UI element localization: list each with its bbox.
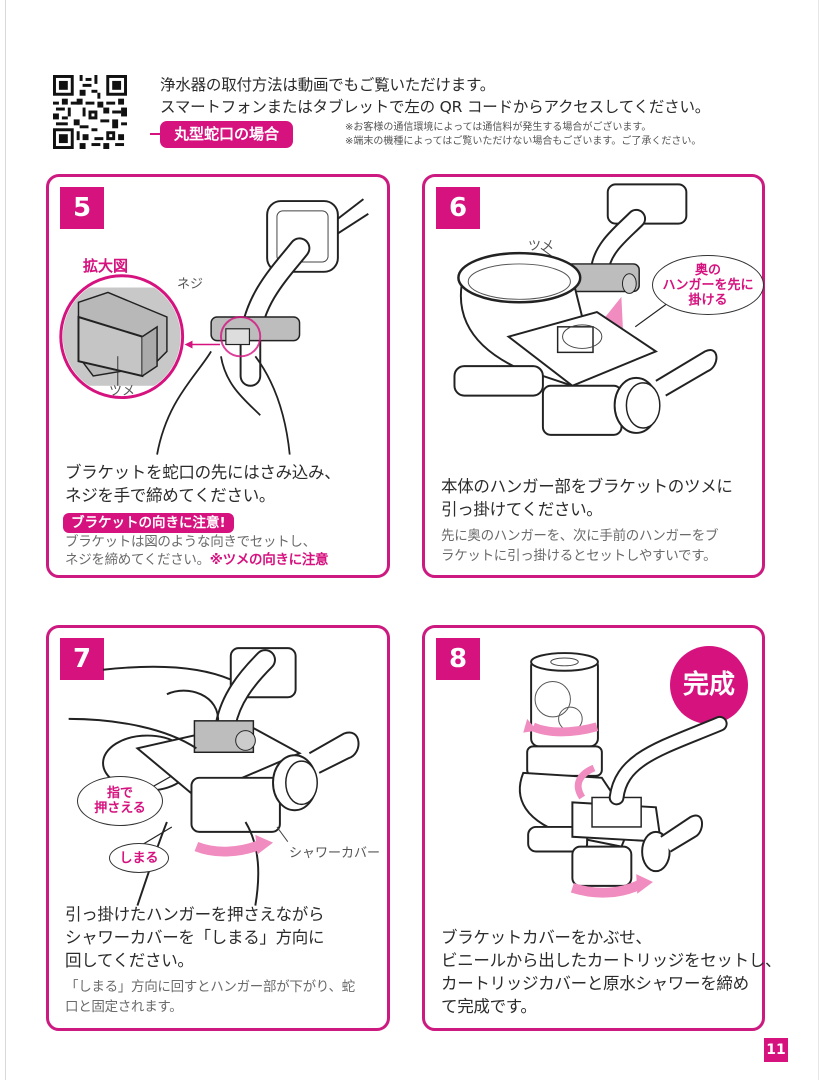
step-8-instruction-line-3: カートリッジカバーと原水シャワーを締め [441, 974, 749, 993]
tighten-direction-callout: しまる [109, 843, 169, 873]
faucet-type-badge: 丸型蛇口の場合 [149, 121, 294, 148]
bracket-attach-illustration-icon [59, 198, 369, 455]
step-5-instruction-line-1: ブラケットを蛇口の先にはさみ込み、 [65, 463, 341, 482]
intro-line-1: 浄水器の取付方法は動画でもご覧いただけます。 [160, 76, 496, 94]
claw-label: ツメ [528, 239, 555, 254]
step-number-badge: 6 [436, 187, 480, 229]
claw-label: ツメ [109, 384, 136, 399]
step-7-detail-line-2: 口と固定されます。 [65, 999, 183, 1015]
notes: ※お客様の通信環境によっては通信料が発生する場合がございます。 ※端末の機種によ… [345, 121, 701, 149]
shower-cover-label: シャワーカバー [289, 846, 381, 861]
step-8-instruction-line-1: ブラケットカバーをかぶせ、 [441, 928, 652, 947]
completed-filter-illustration-icon [518, 652, 728, 898]
page-edge-right [818, 0, 819, 1080]
step-card-8: 8 完成 ブラケットカバーをかぶせ、 ビニールから出したカートリッジをセットし、… [422, 625, 782, 1031]
note-1: ※お客様の通信環境によっては通信料が発生する場合がございます。 [345, 122, 652, 133]
step-5-detail-line-2: ネジを締めてください。※ツメの向きに注意 [65, 550, 329, 570]
step-6-detail-line-1: 先に奥のハンガーを、次に手前のハンガーをブ [441, 528, 719, 544]
step-8-instruction-line-2: ビニールから出したカートリッジをセットし、 [441, 951, 782, 970]
step-number-badge: 8 [436, 638, 480, 680]
step-5-detail-line-1: ブラケットは図のような向きでセットし、 [65, 534, 316, 550]
tighten-shower-cover-illustration-icon [68, 647, 360, 906]
step-card-5: 5 拡大図 ネジ ツメ ブラケットを蛇口の先にはさみ込み、 ネジを [46, 174, 390, 578]
tighten-direction-text: しまる [119, 850, 159, 866]
qr-code-icon[interactable] [53, 75, 127, 149]
page-number: 11 [764, 1038, 788, 1062]
step-number-badge: 5 [60, 187, 104, 229]
step-card-7: 7 指で 押さえる しまる シャワーカ [46, 625, 390, 1031]
orientation-warning-badge: ブラケットの向きに注意! [63, 513, 234, 533]
step-6-detail-line-2: ラケットに引っ掛けるとセットしやすいです。 [441, 548, 717, 564]
step-8-instruction-line-4: て完成です。 [441, 997, 537, 1016]
hanger-hook-illustration-icon [453, 183, 718, 436]
press-with-finger-text: 指で 押さえる [94, 786, 146, 816]
hook-back-first-callout: 奥の ハンガーを先に 掛ける [652, 255, 764, 315]
magnified-view-title: 拡大図 [83, 257, 129, 275]
press-with-finger-callout: 指で 押さえる [77, 776, 163, 826]
step-7-detail-line-1: 「しまる」方向に回すとハンガー部が下がり、蛇 [65, 979, 355, 995]
step-7-instruction-line-3: 回してください。 [65, 951, 194, 970]
step-number-badge: 7 [60, 638, 104, 680]
step-5-detail-text: ネジを締めてください。 [65, 552, 210, 568]
page-edge-left [5, 0, 6, 1080]
step-card-6: 6 ツメ 奥の ハンガーを先に 掛ける 本体のハンガー部をブ [422, 174, 765, 578]
intro-line-2: スマートフォンまたはタブレットで左の QR コードからアクセスしてください。 [160, 98, 711, 116]
intro-text: 浄水器の取付方法は動画でもご覧いただけます。 スマートフォンまたはタブレットで左… [160, 74, 710, 118]
step-7-instruction-line-1: 引っ掛けたハンガーを押さえながら [65, 905, 325, 924]
step-6-instruction-line-1: 本体のハンガー部をブラケットのツメに [441, 477, 733, 496]
complete-badge: 完成 [670, 646, 748, 724]
step-7-instruction-line-2: シャワーカバーを「しまる」方向に [65, 928, 325, 947]
step-6-instruction-line-2: 引っ掛けてください。 [441, 500, 603, 519]
note-2: ※端末の機種によってはご覧いただけない場合もございます。ご了承ください。 [345, 136, 702, 147]
screw-label: ネジ [177, 277, 204, 292]
hook-back-first-text: 奥の ハンガーを先に 掛ける [662, 262, 754, 308]
claw-orientation-note: ※ツメの向きに注意 [209, 552, 329, 568]
step-5-instruction-line-2: ネジを手で締めてください。 [65, 486, 276, 505]
